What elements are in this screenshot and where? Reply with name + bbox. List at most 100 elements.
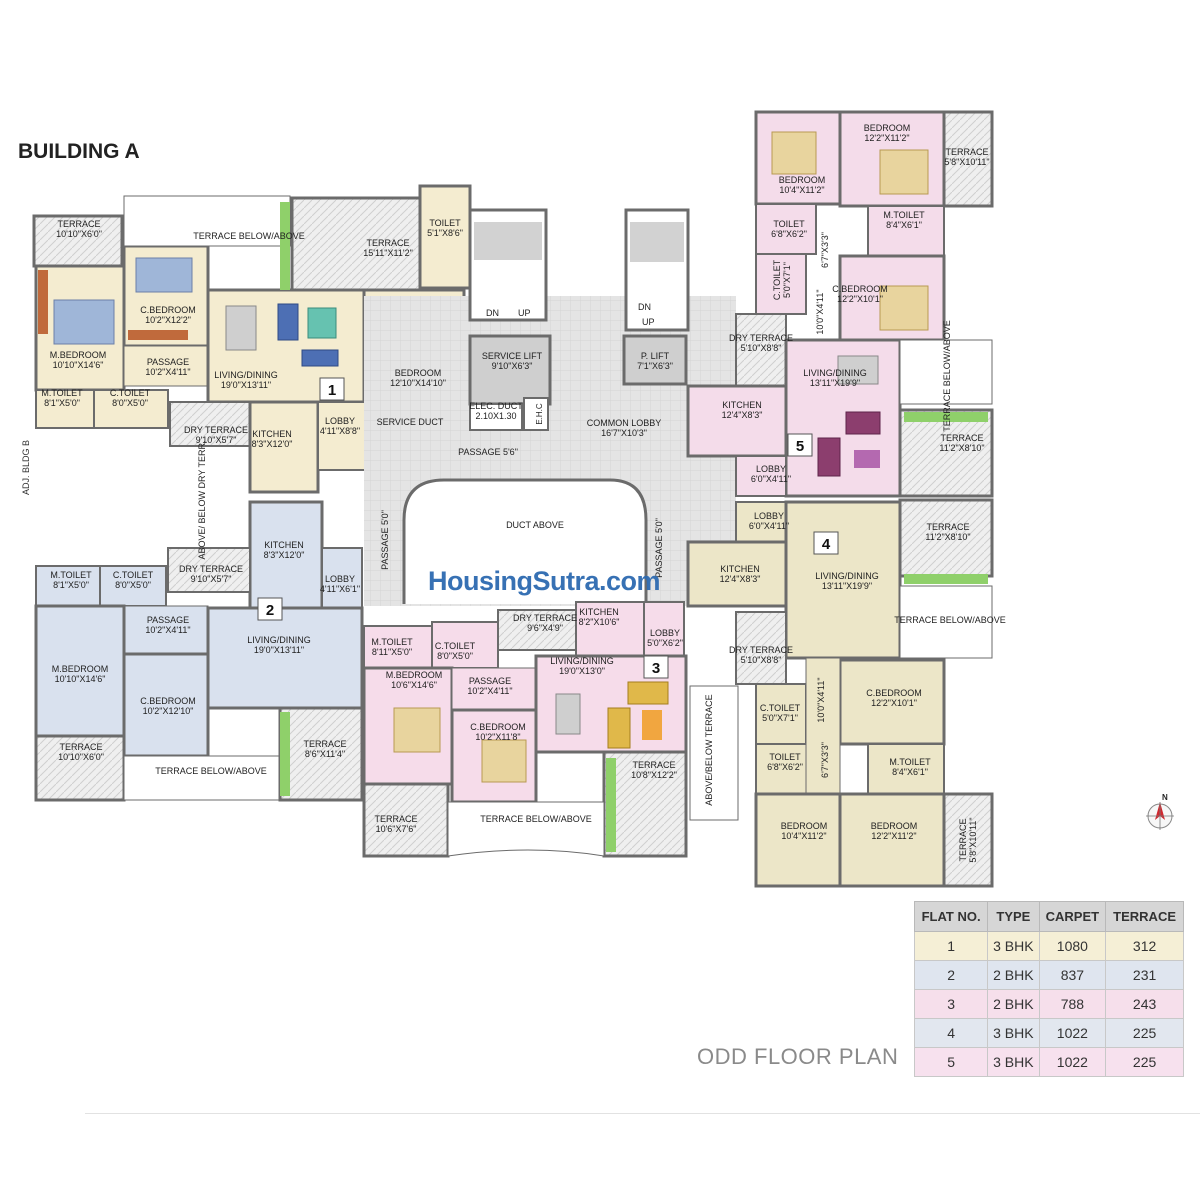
room-dimension: 6'0"X4'11" [749,521,789,531]
room-name: PASSAGE 5'0" [654,518,664,578]
header-carpet: CARPET [1038,901,1107,932]
flat1-kitchen [248,400,320,494]
room-name: TOILET [773,219,805,229]
room-name: LOBBY [650,628,680,638]
table-header-row: FLAT NO. TYPE CARPET TERRACE [913,901,1184,932]
flat3-number: 3 [652,660,660,677]
flat4-ctoilet [755,683,807,745]
flat3-terrace-below [447,801,605,857]
room-name: TERRACE BELOW/ABOVE [942,320,952,432]
room-name: C.BEDROOM [866,688,922,698]
flat4-bedroom-right [838,792,946,888]
room-label: 6'7"X3'3" [820,742,830,778]
cell-flat: 4 [913,1018,989,1048]
room-label: TERRACE BELOW/ABOVE [894,615,1006,625]
room-dimension: 10'2"X4'11" [145,625,190,635]
cell-type: 3 BHK [987,1018,1040,1048]
room-label: PASSAGE 5'0" [380,510,390,570]
room-dimension: 8'6"X11'4" [305,749,345,759]
room-dimension: 12'2"X11'2" [864,133,909,143]
flat1-terrace-below [123,195,291,247]
room-dimension: 12'2"X11'2" [871,831,916,841]
cell-type: 3 BHK [987,1047,1040,1077]
room-name: M.BEDROOM [52,664,109,674]
room-name: M.TOILET [371,637,413,647]
cell-type: 2 BHK [987,960,1040,990]
room-name: TERRACE BELOW/ABOVE [155,766,267,776]
flat4-cbedroom [838,658,946,746]
cell-flat: 3 [913,989,989,1019]
room-name: TOILET [429,218,461,228]
room-dimension: 10'10"X14'6" [53,360,104,370]
room-name: M.BEDROOM [386,670,443,680]
room-dimension: 11'2"X8'10" [925,532,970,542]
flat5-ctoilet [755,253,807,315]
room-name: C.TOILET [435,641,476,651]
cell-terrace: 312 [1105,931,1184,961]
room-dimension: 2.10X1.30 [475,411,516,421]
room-name: LOBBY [754,511,784,521]
room-dimension: 8'1"X5'0" [44,398,80,408]
room-dimension: 8'2"X10'6" [579,617,620,627]
room-dimension: 8'0"X5'0" [115,580,151,590]
cell-type: 2 BHK [987,989,1040,1019]
room-dimension: 4'11"X8'8" [320,426,360,436]
room-dimension: 13'11"X19'9" [822,581,872,591]
room-name: LOBBY [756,464,786,474]
room-dimension: 12'2"X10'1" [837,294,883,304]
room-dimension: 19'0"X13'0" [559,666,605,676]
flat4-above-below-terrace [689,685,739,821]
room-name: TERRACE BELOW/ABOVE [480,814,592,824]
room-label: DUCT ABOVE [506,520,564,530]
room-name: ABOVE/ BELOW DRY TERR. [197,440,207,559]
watermark: HousingSutra.com [428,566,661,596]
room-dimension: 5'0"X7'1" [782,262,792,298]
room-name: BEDROOM [864,123,911,133]
flat-3: 3 [362,601,688,858]
header-terrace: TERRACE [1105,901,1184,932]
room-name: DRY TERRACE [513,613,577,623]
flat4-mtoilet [867,743,945,795]
room-dimension: 9'6"X4'9" [527,623,563,633]
room-name: C.BEDROOM [470,722,526,732]
flat5-mtoilet [867,205,945,257]
room-name: BEDROOM [395,368,442,378]
plan-caption: ODD FLOOR PLAN [697,1044,899,1069]
room-label: TERRACE5'8"X10'11" [958,817,978,862]
room-name: KITCHEN [264,540,304,550]
flat3-kitchen [575,601,645,657]
room-dimension: 8'4"X6'1" [892,767,928,777]
room-name: KITCHEN [722,400,762,410]
room-name: BEDROOM [871,821,918,831]
room-name: TOILET [769,752,801,762]
room-label: ABOVE/BELOW TERRACE [704,694,714,805]
stair-left-dn: DN [486,308,499,318]
room-name: COMMON LOBBY [587,418,662,428]
room-dimension: 4'11"X6'1" [320,584,360,594]
room-name: M.TOILET [41,388,83,398]
room-name: C.BEDROOM [140,305,196,315]
duct-above [402,478,648,604]
